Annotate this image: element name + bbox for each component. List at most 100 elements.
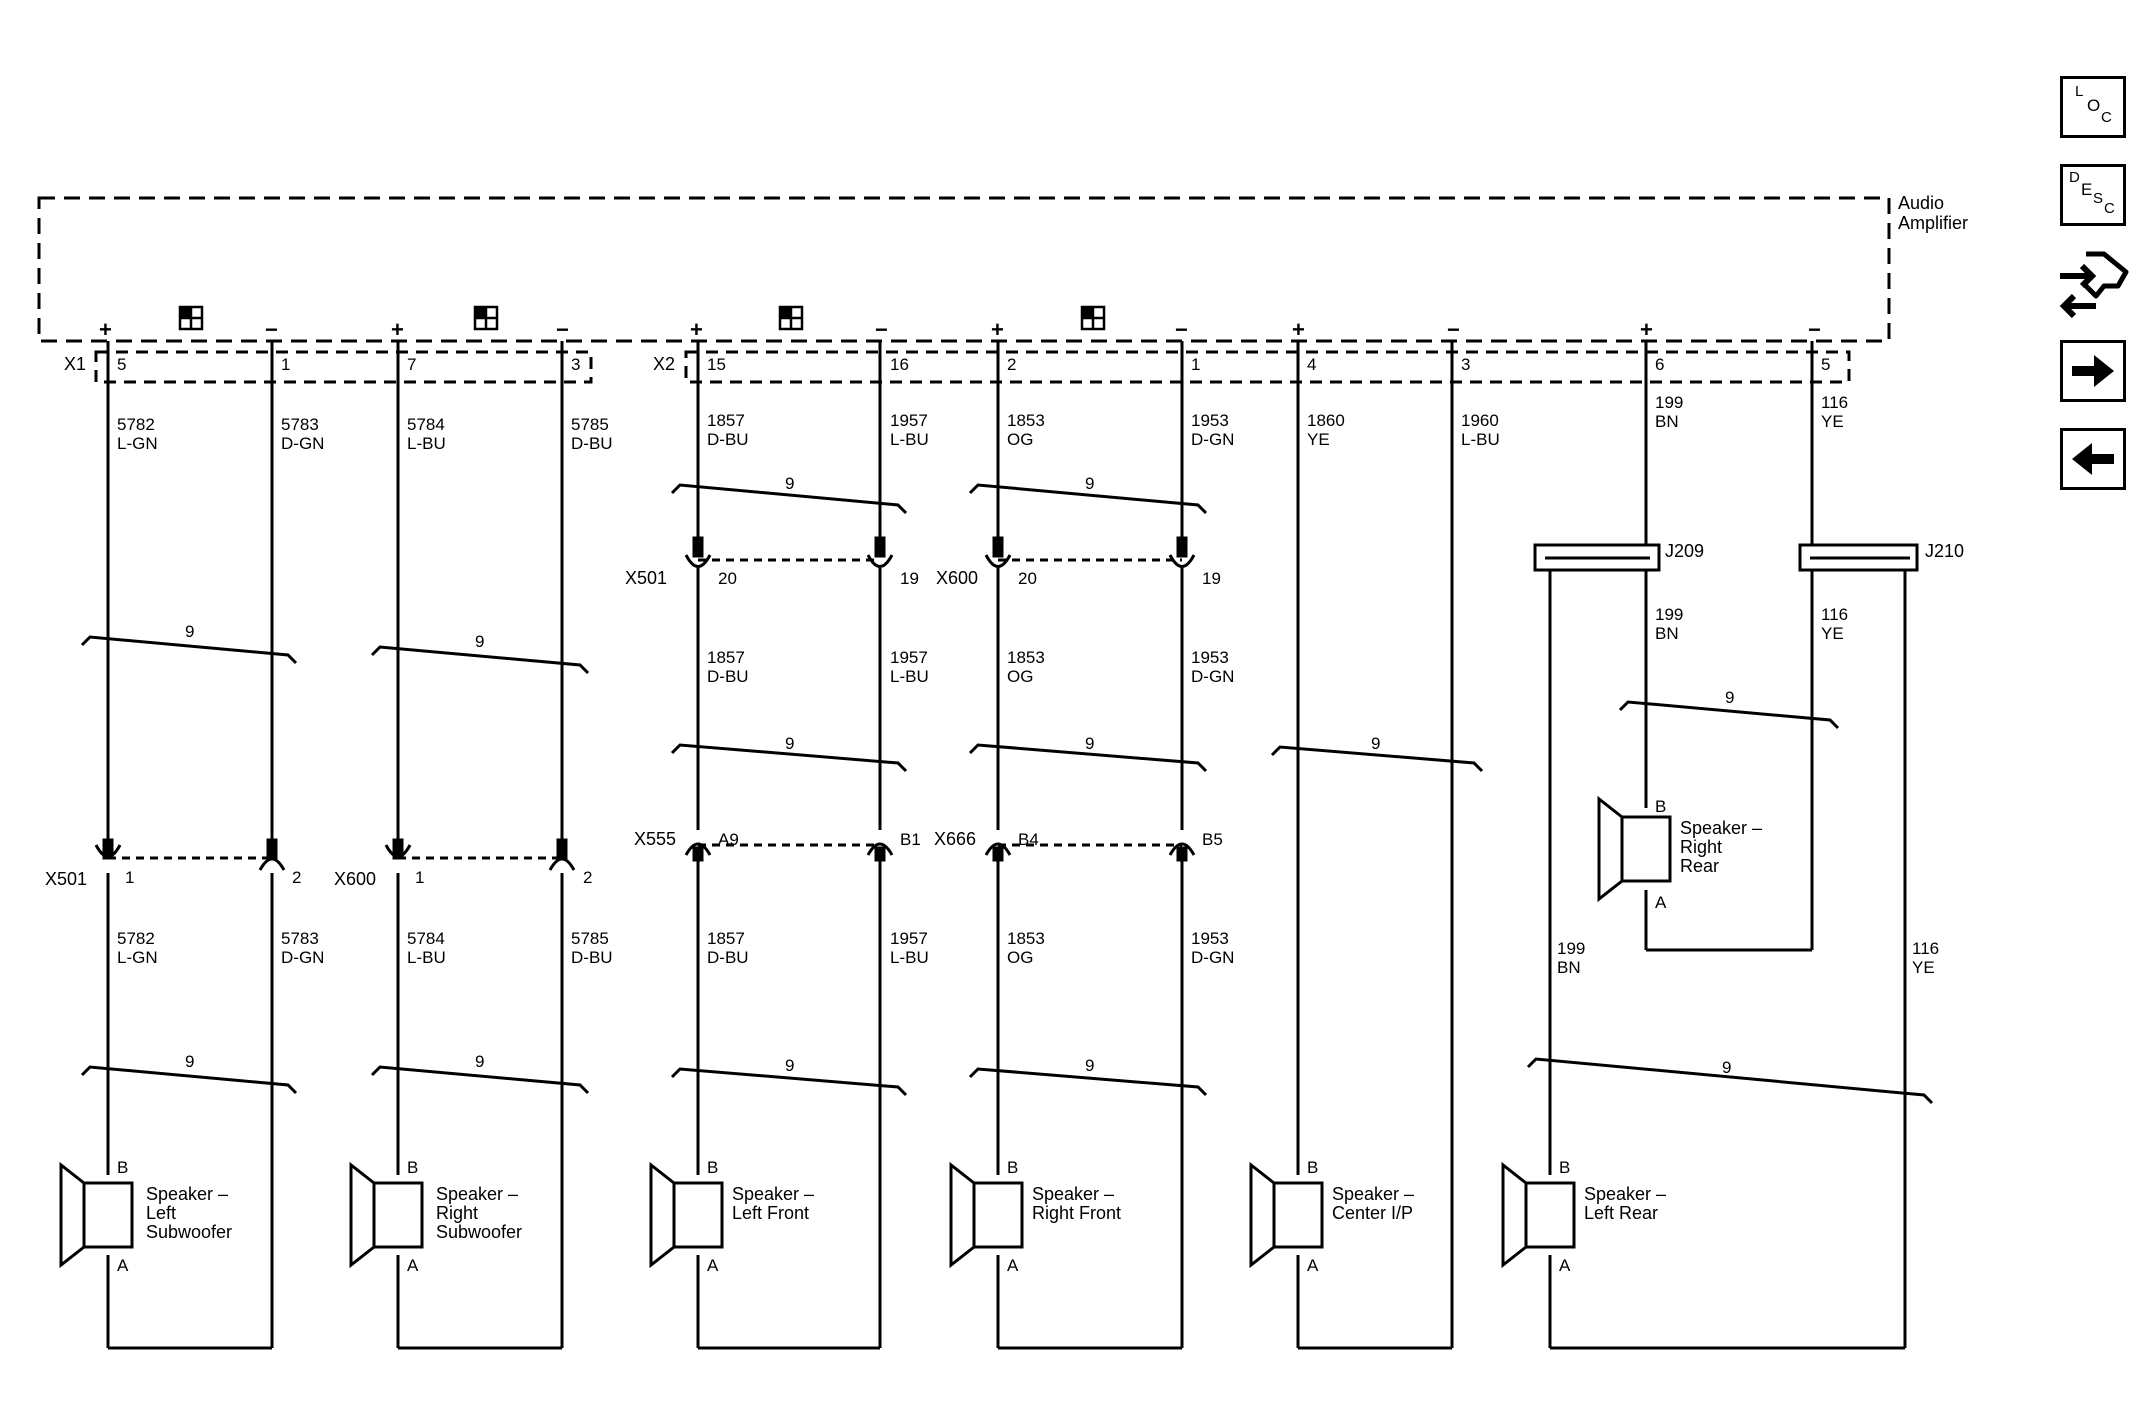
wire-color: D-BU: [707, 667, 749, 686]
desc-letter: C: [2104, 200, 2115, 217]
circuit-number: 116: [1912, 939, 1939, 958]
circuit-number: 5783: [281, 415, 319, 434]
pin-number: 5: [1821, 355, 1830, 374]
pin-number: 2: [1007, 355, 1016, 374]
circuit-number: 1957: [890, 929, 928, 948]
connector-swap-icon: [2059, 251, 2129, 319]
circuit-number: 1953: [1191, 411, 1229, 430]
plus-sign: +: [690, 317, 703, 342]
wire-color: BN: [1655, 624, 1679, 643]
arrow-left-icon: [2072, 443, 2114, 475]
speaker-pin-a: A: [707, 1256, 719, 1275]
circuit-number: 199: [1655, 605, 1683, 624]
wire-color: OG: [1007, 430, 1033, 449]
speaker-right-subwoofer-label: Speaker –: [436, 1184, 518, 1204]
wires: [106, 341, 1907, 1350]
x501-front-name: X501: [625, 568, 667, 588]
desc-button[interactable]: D E S C: [2060, 164, 2126, 226]
twist-gauge-label: 9: [785, 734, 794, 753]
x501-front-pin-a: 20: [718, 569, 737, 588]
minus-sign: −: [265, 317, 278, 342]
x1-connector-outline: [94, 350, 593, 384]
speaker-pin-b: B: [117, 1158, 128, 1177]
speaker-pin-b: B: [407, 1158, 418, 1177]
circuit-number: 199: [1655, 393, 1683, 412]
circuit-number: 5785: [571, 415, 609, 434]
x600-front-pin-a: 20: [1018, 569, 1037, 588]
wire-color: L-BU: [1461, 430, 1500, 449]
x501-sub-pin-b: 2: [292, 868, 301, 887]
twist-gauge-label: 9: [185, 1052, 194, 1071]
plus-sign: +: [99, 317, 112, 342]
speaker-right-rear-label: Right: [1680, 837, 1722, 857]
inline-connector-labels: X501 1 2 X600 1 2 X501 20 19 X600 20 19 …: [45, 568, 1223, 889]
wire-color: L-BU: [890, 430, 929, 449]
pin-number: 3: [571, 355, 580, 374]
loc-button[interactable]: L O C: [2060, 76, 2126, 138]
wire-color: D-BU: [571, 434, 613, 453]
wire-color: L-GN: [117, 434, 158, 453]
loc-icon: L O C: [2063, 79, 2123, 135]
speaker-center-ip-label: Speaker –: [1332, 1184, 1414, 1204]
speaker-left-rear-icon: [1501, 1161, 1576, 1269]
speaker-right-subwoofer-label: Subwoofer: [436, 1222, 522, 1242]
twist-gauge-label: 9: [1085, 734, 1094, 753]
circuit-number: 1957: [890, 648, 928, 667]
wire-color: YE: [1821, 624, 1844, 643]
speaker-left-subwoofer-label: Subwoofer: [146, 1222, 232, 1242]
circuit-number: 5782: [117, 929, 155, 948]
speaker-pin-a: A: [1307, 1256, 1319, 1275]
pin-number: 5: [117, 355, 126, 374]
twisted-pair-icon: [1080, 305, 1106, 331]
next-button[interactable]: [2060, 340, 2126, 402]
circuit-labels: 5782 L-GN 5783 D-GN 5784 L-BU 5785 D-BU …: [117, 393, 1939, 977]
speaker-pin-a: A: [407, 1256, 419, 1275]
circuit-number: 5784: [407, 929, 445, 948]
speaker-right-rear-label: Rear: [1680, 856, 1719, 876]
speaker-left-subwoofer-label: Speaker –: [146, 1184, 228, 1204]
polarity-signs: + − + − + − + − + − + −: [99, 317, 1821, 342]
speaker-center-ip-label: Center I/P: [1332, 1203, 1413, 1223]
pin-number: 6: [1655, 355, 1664, 374]
twisted-pair-icon: [778, 305, 804, 331]
plus-sign: +: [391, 317, 404, 342]
circuit-number: 1853: [1007, 929, 1045, 948]
wire-color: D-BU: [707, 948, 749, 967]
wire-color: L-BU: [890, 667, 929, 686]
twist-gauge-label: 9: [1085, 474, 1094, 493]
wire-color: L-BU: [890, 948, 929, 967]
x555-name: X555: [634, 829, 676, 849]
speaker-right-rear-label: Speaker –: [1680, 818, 1762, 838]
plus-sign: +: [1292, 317, 1305, 342]
speaker-pin-a: A: [1655, 893, 1667, 912]
speaker-pin-a: A: [117, 1256, 129, 1275]
connector-x1-label: X1: [64, 354, 86, 374]
plus-sign: +: [1640, 317, 1653, 342]
wire-color: D-GN: [1191, 948, 1234, 967]
previous-button[interactable]: [2060, 428, 2126, 490]
x666-name: X666: [934, 829, 976, 849]
circuit-number: 1857: [707, 411, 745, 430]
connector-view-button[interactable]: [2056, 246, 2130, 326]
twist-marker-labels: 9 9 9 9 9 9 9 9 9 9 9 9 9: [185, 474, 1734, 1077]
speaker-right-front-label: Right Front: [1032, 1203, 1121, 1223]
speaker-pin-b: B: [1655, 797, 1666, 816]
circuit-number: 1953: [1191, 929, 1229, 948]
x666-pin-a: B4: [1018, 830, 1039, 849]
speaker-right-rear-icon: [1597, 795, 1672, 903]
arrow-right-icon: [2072, 355, 2114, 387]
circuit-number: 5783: [281, 929, 319, 948]
plus-sign: +: [991, 317, 1004, 342]
wire-color: L-GN: [117, 948, 158, 967]
splice-j209-label: J209: [1665, 541, 1704, 561]
circuit-number: 1957: [890, 411, 928, 430]
speaker-left-subwoofer-icon: [59, 1161, 134, 1269]
circuit-number: 199: [1557, 939, 1585, 958]
x555-pin-a: A9: [718, 830, 739, 849]
circuit-number: 5784: [407, 415, 445, 434]
audio-amplifier-outline: [37, 196, 1891, 343]
wire-color: YE: [1307, 430, 1330, 449]
x600-sub-pin-b: 2: [583, 868, 592, 887]
audio-amplifier-label-line1: Audio: [1898, 193, 1944, 213]
speaker-left-rear-label: Left Rear: [1584, 1203, 1658, 1223]
